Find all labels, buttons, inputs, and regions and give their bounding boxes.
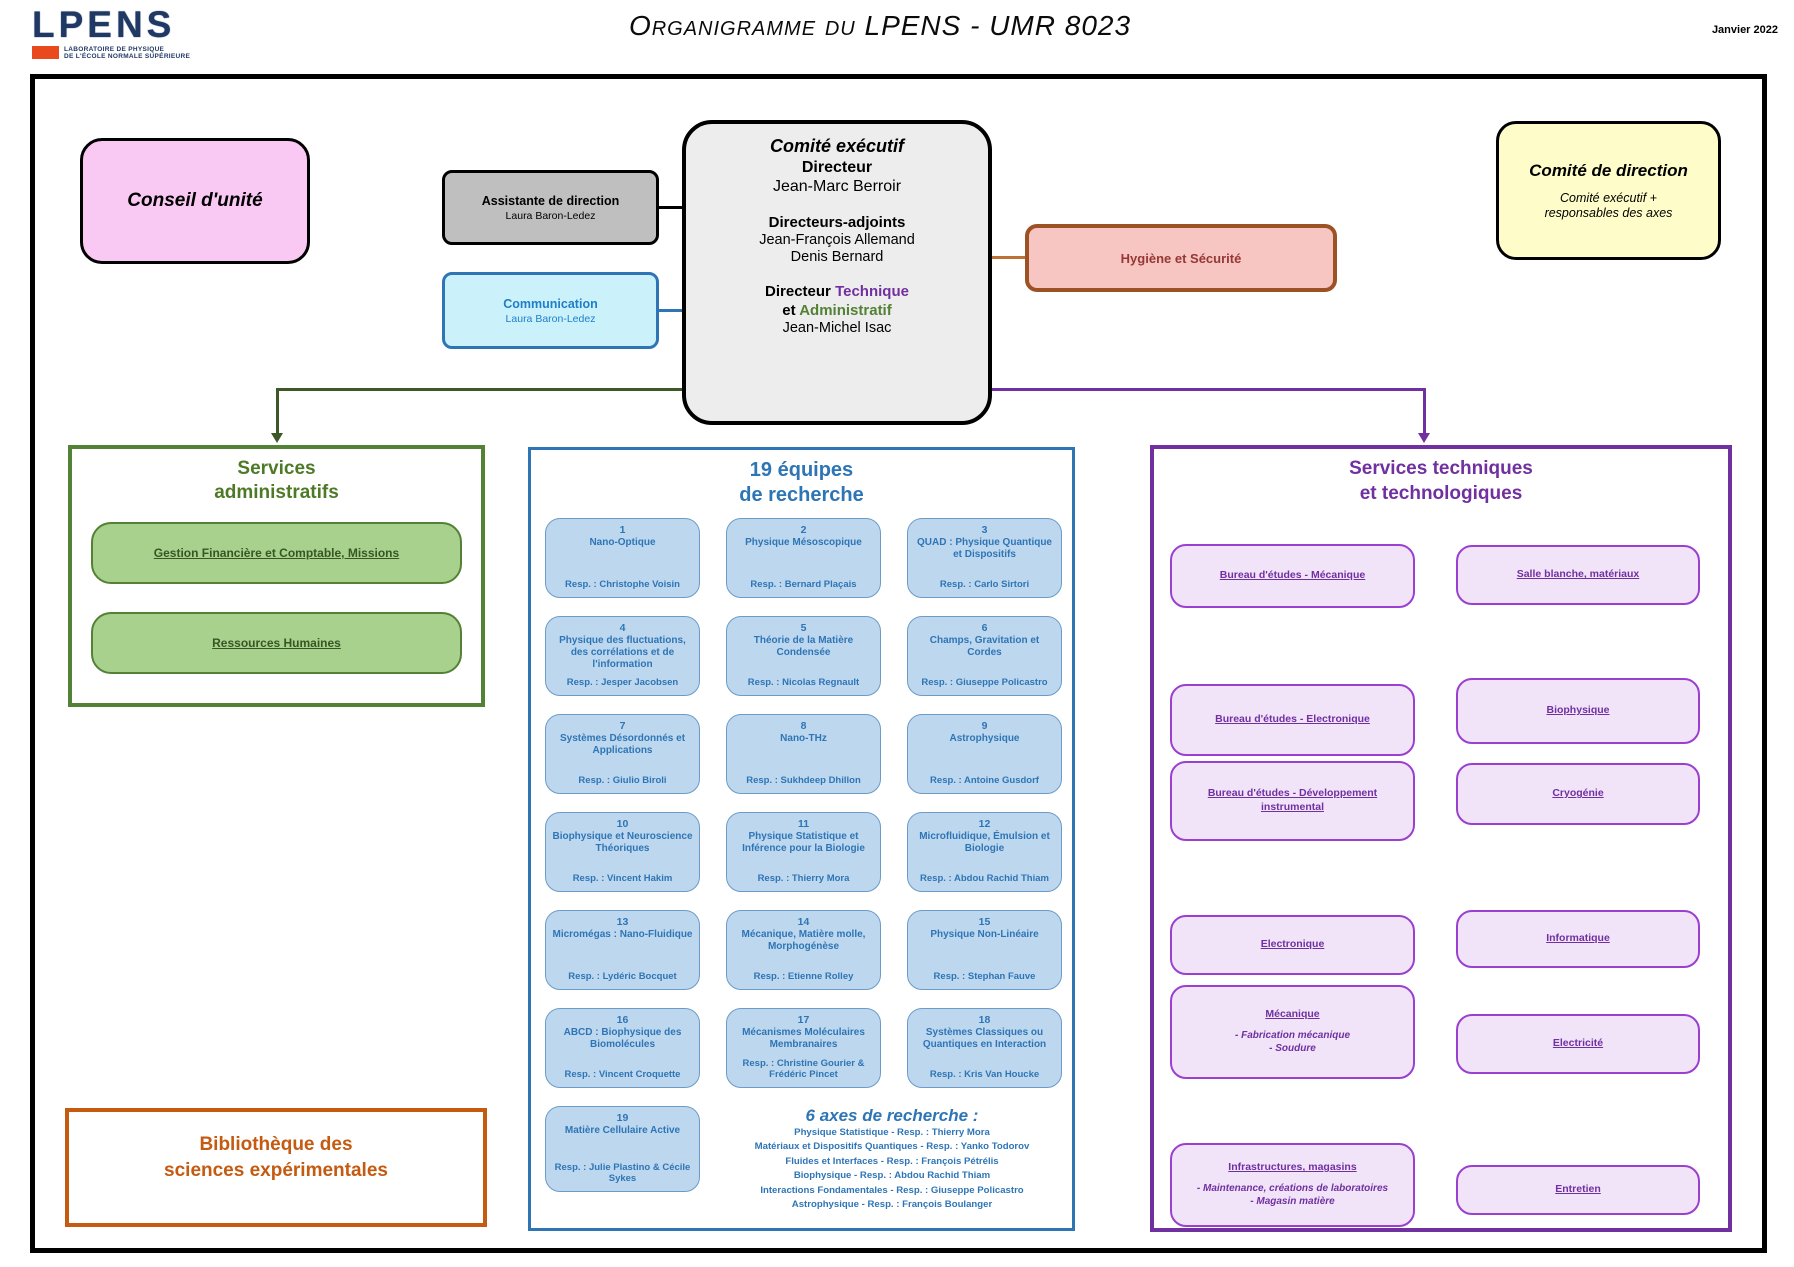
- services-administratifs-title: Services administratifs: [214, 458, 339, 503]
- tech-box-infrastructures: Infrastructures, magasins - Maintenance,…: [1170, 1143, 1415, 1227]
- date-label: Janvier 2022: [1711, 24, 1778, 36]
- axes-line-5: Interactions Fondamentales - Resp. : Giu…: [760, 1184, 1024, 1196]
- adjoint-name-2: Denis Bernard: [790, 249, 884, 265]
- tech-box-bureau-etudes-mecanique: Bureau d'études - Mécanique: [1170, 544, 1415, 608]
- bibliotheque-box: Bibliothèque des sciences expérimentales: [65, 1108, 487, 1227]
- tech-box-bureau-etudes-electronique: Bureau d'études - Electronique: [1170, 684, 1415, 756]
- connector-hygiene: [992, 256, 1025, 259]
- lpens-logo: LPENS LABORATOIRE DE PHYSIQUE DE L'ÉCOLE…: [32, 6, 190, 61]
- administratif-label: Administratif: [799, 302, 892, 319]
- communication-box: Communication Laura Baron-Ledez: [442, 272, 659, 349]
- axes-line-3: Fluides et Interfaces - Resp. : François…: [785, 1155, 999, 1167]
- directeur-technique-name: Jean-Michel Isac: [782, 320, 892, 336]
- services-techniques-section: Services techniques et technologiques Bu…: [1150, 445, 1732, 1232]
- main-frame: [30, 74, 1767, 1253]
- assistante-direction-box: Assistante de direction Laura Baron-Lede…: [442, 170, 659, 245]
- tech-box-bureau-etudes-dev-instrumental: Bureau d'études - Développement instrume…: [1170, 761, 1415, 841]
- assistante-title: Assistante de direction: [481, 193, 620, 208]
- conseil-unite-box: Conseil d'unité: [80, 138, 310, 264]
- directeur-role: Directeur: [801, 159, 873, 176]
- admin-item-gestion-financiere: Gestion Financière et Comptable, Mission…: [91, 522, 462, 584]
- communication-name: Laura Baron-Ledez: [505, 312, 596, 325]
- hygiene-securite-box: Hygiène et Sécurité: [1025, 224, 1337, 292]
- technique-label: Technique: [835, 283, 909, 300]
- connector-tech-horizontal: [992, 388, 1426, 391]
- tech-box-salle-blanche: Salle blanche, matériaux: [1456, 545, 1700, 605]
- connector-admin-horizontal: [276, 388, 682, 391]
- tech-box-mecanique-sublines: - Fabrication mécanique - Soudure: [1234, 1029, 1351, 1055]
- lpens-logo-subline: LABORATOIRE DE PHYSIQUE DE L'ÉCOLE NORMA…: [32, 46, 190, 61]
- axes-recherche-block: 6 axes de recherche : Physique Statistiq…: [714, 1106, 1070, 1212]
- tech-box-infrastructures-sublines: - Maintenance, créations de laboratoires…: [1196, 1182, 1389, 1208]
- tech-box-entretien: Entretien: [1456, 1165, 1700, 1215]
- adjoint-name-1: Jean-François Allemand: [759, 232, 915, 248]
- tech-box-biophysique: Biophysique: [1456, 678, 1700, 744]
- directeur-technique-role-line1: Directeur Technique: [765, 283, 909, 300]
- tech-box-electricite: Electricité: [1456, 1014, 1700, 1074]
- directeur-name: Jean-Marc Berroir: [772, 178, 902, 195]
- lpens-logo-word: LPENS: [32, 4, 176, 45]
- equipes-title: 19 équipes de recherche: [739, 459, 864, 506]
- arrow-down-icon: [271, 433, 283, 443]
- axes-line-2: Matériaux et Dispositifs Quantiques - Re…: [754, 1141, 1030, 1153]
- comite-executif-box: Comité exécutif Directeur Jean-Marc Berr…: [682, 120, 992, 425]
- comite-direction-title: Comité de direction: [1529, 161, 1688, 180]
- directeurs-adjoints-role: Directeurs-adjoints: [768, 214, 906, 231]
- directeur-technique-role-line2: et Administratif: [782, 302, 892, 319]
- comite-direction-sub2: responsables des axes: [1544, 206, 1673, 220]
- tech-box-cryogenie: Cryogénie: [1456, 763, 1700, 825]
- comite-direction-sub1: Comité exécutif +: [1560, 191, 1657, 205]
- lpens-logo-red-square-icon: [32, 46, 59, 59]
- page-title: Organigramme du LPENS - UMR 8023: [628, 10, 1132, 41]
- comite-executif-title: Comité exécutif: [769, 136, 905, 156]
- admin-item-ressources-humaines: Ressources Humaines: [91, 612, 462, 674]
- lpens-logo-tagline: LABORATOIRE DE PHYSIQUE DE L'ÉCOLE NORMA…: [64, 46, 191, 61]
- axes-line-4: Biophysique - Resp. : Abdou Rachid Thiam: [793, 1170, 991, 1182]
- axes-title: 6 axes de recherche :: [805, 1106, 979, 1125]
- tech-box-informatique: Informatique: [1456, 910, 1700, 968]
- arrow-down-icon: [1418, 433, 1430, 443]
- connector-admin-vertical: [276, 388, 279, 434]
- connector-tech-vertical: [1423, 388, 1426, 434]
- assistante-name: Laura Baron-Ledez: [505, 209, 596, 222]
- services-administratifs-section: Services administratifs Gestion Financiè…: [68, 445, 485, 707]
- tech-box-electronique: Electronique: [1170, 915, 1415, 975]
- connector-communication: [659, 309, 682, 312]
- tech-box-mecanique: Mécanique - Fabrication mécanique - Soud…: [1170, 985, 1415, 1079]
- axes-line-1: Physique Statistique - Resp. : Thierry M…: [794, 1127, 990, 1138]
- services-techniques-title: Services techniques et technologiques: [1349, 458, 1533, 504]
- communication-title: Communication: [503, 296, 598, 311]
- comite-direction-box: Comité de direction Comité exécutif + re…: [1496, 121, 1721, 260]
- axes-line-6: Astrophysique - Resp. : François Boulang…: [791, 1198, 993, 1210]
- connector-assistante: [659, 206, 682, 209]
